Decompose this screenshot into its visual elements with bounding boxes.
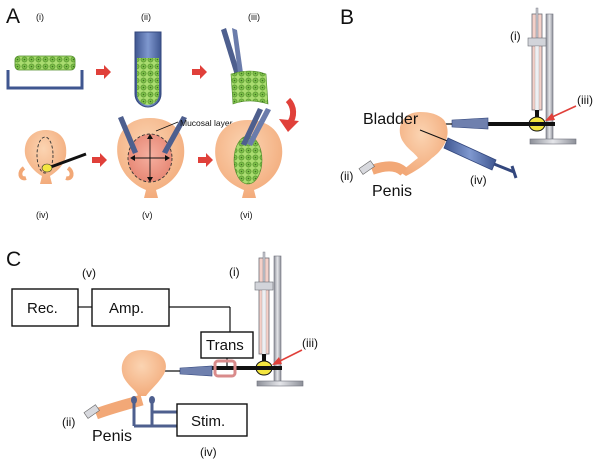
label-b-ii: (ii) xyxy=(340,169,353,183)
arrow-iv-to-v xyxy=(92,153,107,167)
step-vi-label: (vi) xyxy=(240,210,253,220)
three-way-stopcock-c: (iii) xyxy=(210,336,318,376)
panel-b: B (i) (iii) Bladder xyxy=(340,6,593,200)
stand-pole-c xyxy=(273,255,282,385)
bladder-label: Bladder xyxy=(363,111,419,128)
label-c-ii: (ii) xyxy=(62,415,75,429)
saline-reservoir-syringe-c: (i) xyxy=(229,251,274,357)
recorder-box xyxy=(11,288,79,327)
step-v-label: (v) xyxy=(142,210,153,220)
step-iv-label: (iv) xyxy=(36,210,49,220)
amplifier-label: Amp. xyxy=(109,300,144,317)
step-i-dish-with-cell-sheet: (i) xyxy=(6,12,84,90)
arrow-b-iii xyxy=(549,105,577,119)
arrow-v-to-vi xyxy=(198,153,213,167)
transducer-label: Trans xyxy=(206,337,244,354)
bladder-c: (ii) Penis xyxy=(62,350,166,445)
step-iv-bladder-incision: (iv) xyxy=(18,130,87,220)
mucosal-layer-label: Mucosal layer xyxy=(180,118,233,128)
catheter-needle-c xyxy=(179,365,213,377)
step-iii-label: (iii) xyxy=(248,12,260,22)
step-v-mucosal-layer-exposure: Mucosal layer (v) xyxy=(117,116,233,220)
panel-a-letter: A xyxy=(6,5,20,28)
label-c-iv: (iv) xyxy=(200,445,217,459)
infusion-syringe: (iv) xyxy=(419,129,518,187)
arrow-i-to-ii xyxy=(96,65,111,79)
penis-label-b: Penis xyxy=(372,183,412,200)
step-ii-label: (ii) xyxy=(141,12,151,22)
label-c-v: (v) xyxy=(82,266,96,280)
arrow-ii-to-iii xyxy=(192,65,207,79)
penis-label-c: Penis xyxy=(92,428,132,445)
stimulation-electrodes xyxy=(131,396,177,428)
step-vi-cell-sheet-transplant: (vi) xyxy=(215,108,283,220)
step-i-label: (i) xyxy=(36,12,44,22)
panel-c-letter: C xyxy=(6,248,21,271)
transducer-connector xyxy=(213,359,237,378)
panel-a: A (i) (ii) (iii) xyxy=(6,5,299,220)
panel-b-letter: B xyxy=(340,6,354,29)
stimulator-label: Stim. xyxy=(191,413,225,430)
label-c-i: (i) xyxy=(229,265,240,279)
stand-base-c xyxy=(256,380,304,387)
arrow-c-iii xyxy=(277,349,303,363)
label-b-iii: (iii) xyxy=(577,93,593,107)
bladder-b: Bladder Penis (ii) xyxy=(340,111,448,200)
saline-reservoir-syringe: (i) xyxy=(510,7,547,113)
label-b-i: (i) xyxy=(510,29,521,43)
step-iii-forceps-with-cell-sheet: (iii) xyxy=(221,12,269,105)
label-c-iii: (iii) xyxy=(302,336,318,350)
step-ii-tube-with-cells: (ii) xyxy=(134,12,162,108)
three-way-stopcock: (iii) xyxy=(488,93,593,132)
recorder-label: Rec. xyxy=(27,300,58,317)
catheter-needle xyxy=(451,117,489,130)
curved-arrow-iii-to-vi xyxy=(279,97,299,132)
panel-c: C Rec. Amp. (v) Trans (i) (iii) xyxy=(6,248,318,459)
label-b-iv: (iv) xyxy=(470,173,487,187)
stimulator-box xyxy=(176,403,248,437)
stand-base xyxy=(529,138,577,145)
